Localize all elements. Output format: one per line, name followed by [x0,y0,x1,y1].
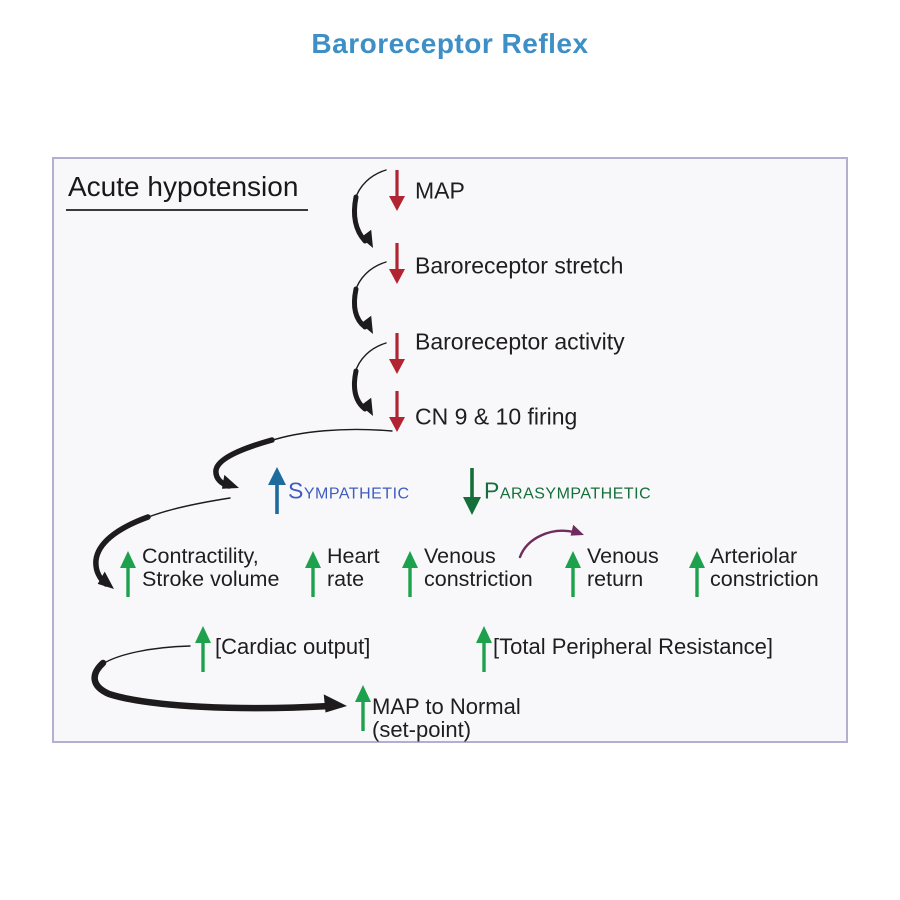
effect-line2: constriction [710,567,819,591]
effect-label-venous-return: Venous return [587,545,659,591]
effect-line2: return [587,567,644,591]
effect-line1: Venous [424,544,496,568]
effect-line2: rate [327,567,365,591]
effect-line1: Heart [327,544,380,568]
parasympathetic-label: Parasympathetic [484,477,652,504]
sympathetic-label: Sympathetic [288,477,410,504]
output-label-total-peripheral-resistance: [Total Peripheral Resistance] [493,634,774,659]
cascade-label-map: MAP [415,177,465,204]
page-title: Baroreceptor Reflex [311,28,589,59]
cascade-label-cn-firing: CN 9 & 10 firing [415,403,578,430]
result-label-map-to-normal: MAP to Normal (set-point) [372,695,521,741]
effect-line1: Arteriolar [710,544,798,568]
effect-label-heart-rate: Heart rate [327,545,380,591]
effect-label-venous-constriction: Venous constriction [424,545,533,591]
cascade-label-baroreceptor-activity: Baroreceptor activity [415,328,625,355]
trigger-label: Acute hypotension [66,171,309,211]
cascade-label-baroreceptor-stretch: Baroreceptor stretch [415,252,624,279]
effect-label-contractility: Contractility, Stroke volume [142,545,279,591]
effect-label-arteriolar-constriction: Arteriolar constriction [710,545,819,591]
effect-line1: Contractility, [142,544,259,568]
effect-line2: constriction [424,567,533,591]
result-line2: (set-point) [372,717,472,742]
result-line1: MAP to Normal [372,694,521,719]
output-label-cardiac-output: [Cardiac output] [215,634,371,659]
effect-line2: Stroke volume [142,567,280,591]
effect-line1: Venous [587,544,659,568]
